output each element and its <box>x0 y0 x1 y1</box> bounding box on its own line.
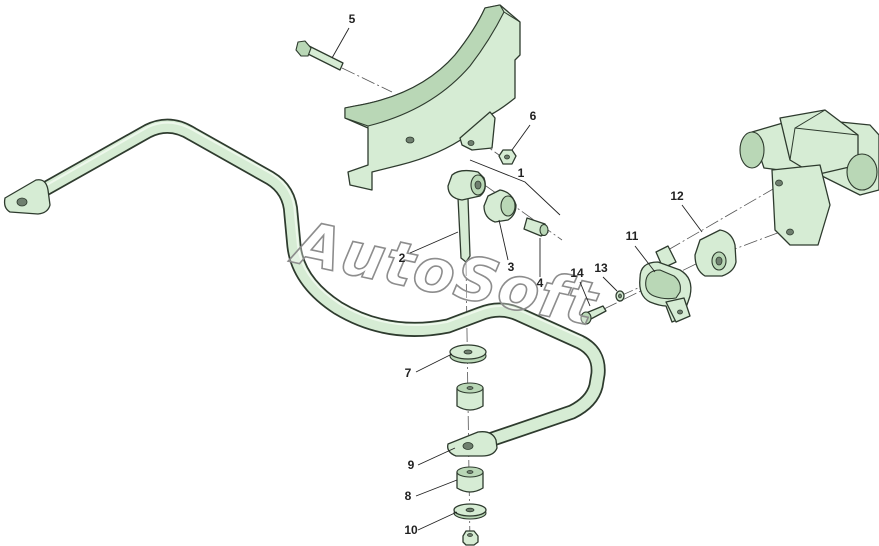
callout-4: 4 <box>537 276 544 290</box>
bottom-nut <box>462 530 479 546</box>
callout-11: 11 <box>626 229 639 243</box>
upper-bracket-leg <box>459 111 496 151</box>
bushing-12-hole <box>715 256 723 266</box>
leader-10 <box>417 511 458 531</box>
nut-6-hole <box>504 154 510 160</box>
leader-14 <box>579 281 591 307</box>
upper-bracket-fold <box>503 11 521 23</box>
bushing-12 <box>694 229 737 277</box>
frame-plate <box>771 164 831 246</box>
bottom-nut-body <box>462 530 479 546</box>
link-2-eye-hole <box>474 180 482 190</box>
callout-8: 8 <box>405 489 412 503</box>
bushing-8-body <box>456 471 484 493</box>
bolt-5 <box>295 40 344 71</box>
bushing-upper-vertical-hole <box>466 386 474 390</box>
callout-labels: 5 6 1 2 3 4 14 13 11 12 7 9 8 10 <box>349 12 684 537</box>
leader-2 <box>409 231 459 254</box>
sleeve-4-face <box>539 223 549 237</box>
frame-bracket <box>739 109 879 246</box>
bolt-14 <box>580 305 607 325</box>
bar-lower-eye-hole <box>462 442 474 450</box>
frame-plate-hole-upper <box>775 179 783 187</box>
leader-7 <box>415 353 453 373</box>
clamp-11-inner <box>645 269 681 300</box>
axis-bolt-5 <box>341 67 393 93</box>
callout-3: 3 <box>508 260 515 274</box>
frame-plate-hole-lower <box>786 228 794 236</box>
bushing-upper-vertical-body <box>456 387 484 411</box>
stabilizer-bar-body <box>16 120 604 450</box>
callout-7: 7 <box>405 366 412 380</box>
callout-14: 14 <box>570 266 584 280</box>
washer-7 <box>449 344 487 364</box>
leader-lines <box>331 27 703 531</box>
bar-left-eye-hole <box>16 197 28 207</box>
leader-6 <box>511 124 531 151</box>
axis-bolt-14 <box>603 231 781 310</box>
upper-bracket <box>344 4 521 191</box>
callout-1: 1 <box>518 166 525 180</box>
washer-7-hole <box>463 349 473 355</box>
frame-block-edge <box>789 109 859 161</box>
upper-bracket-leg-hole <box>467 140 475 146</box>
frame-tube-right-end <box>846 153 878 191</box>
upper-bracket-hole <box>405 136 415 144</box>
bolt-5-shank <box>305 45 344 71</box>
leader-11 <box>634 245 656 273</box>
bolt-14-head <box>580 311 592 325</box>
bushing-upper-vertical <box>456 382 484 411</box>
nut-6 <box>498 149 517 165</box>
leader-5 <box>331 27 350 59</box>
washer-10-hole <box>465 507 475 513</box>
bar-left-eye <box>3 179 51 215</box>
bushing-3 <box>483 189 517 223</box>
bushing-8 <box>456 466 484 493</box>
stabilizer-bar <box>3 118 606 457</box>
callout-10: 10 <box>404 523 418 537</box>
sleeve-4 <box>523 217 549 237</box>
clamp-11 <box>639 245 692 323</box>
clamp-11-lower-flange <box>665 297 691 323</box>
bottom-nut-hole <box>467 533 473 537</box>
bolt-5-head <box>295 40 312 57</box>
washer-13-hole <box>618 293 622 299</box>
axis-link-bushing <box>485 185 563 241</box>
leader-13 <box>602 276 618 292</box>
washer-13 <box>615 290 625 302</box>
clamp-11-hole <box>677 309 683 315</box>
leader-1 <box>469 159 561 216</box>
leader-8 <box>415 479 458 497</box>
callout-12: 12 <box>670 189 684 203</box>
callout-5: 5 <box>349 12 356 26</box>
frame-tube-left-end <box>739 131 765 169</box>
leader-3 <box>498 219 509 261</box>
bushing-3-face <box>500 195 516 217</box>
callout-6: 6 <box>530 109 537 123</box>
callout-13: 13 <box>594 261 608 275</box>
callout-2: 2 <box>399 251 406 265</box>
leader-12 <box>681 204 703 233</box>
link-2 <box>447 169 486 263</box>
stabilizer-bar-highlight <box>23 121 583 339</box>
bushing-8-hole <box>466 470 474 474</box>
leader-9 <box>417 447 456 466</box>
callout-9: 9 <box>408 458 415 472</box>
washer-10 <box>453 503 487 520</box>
